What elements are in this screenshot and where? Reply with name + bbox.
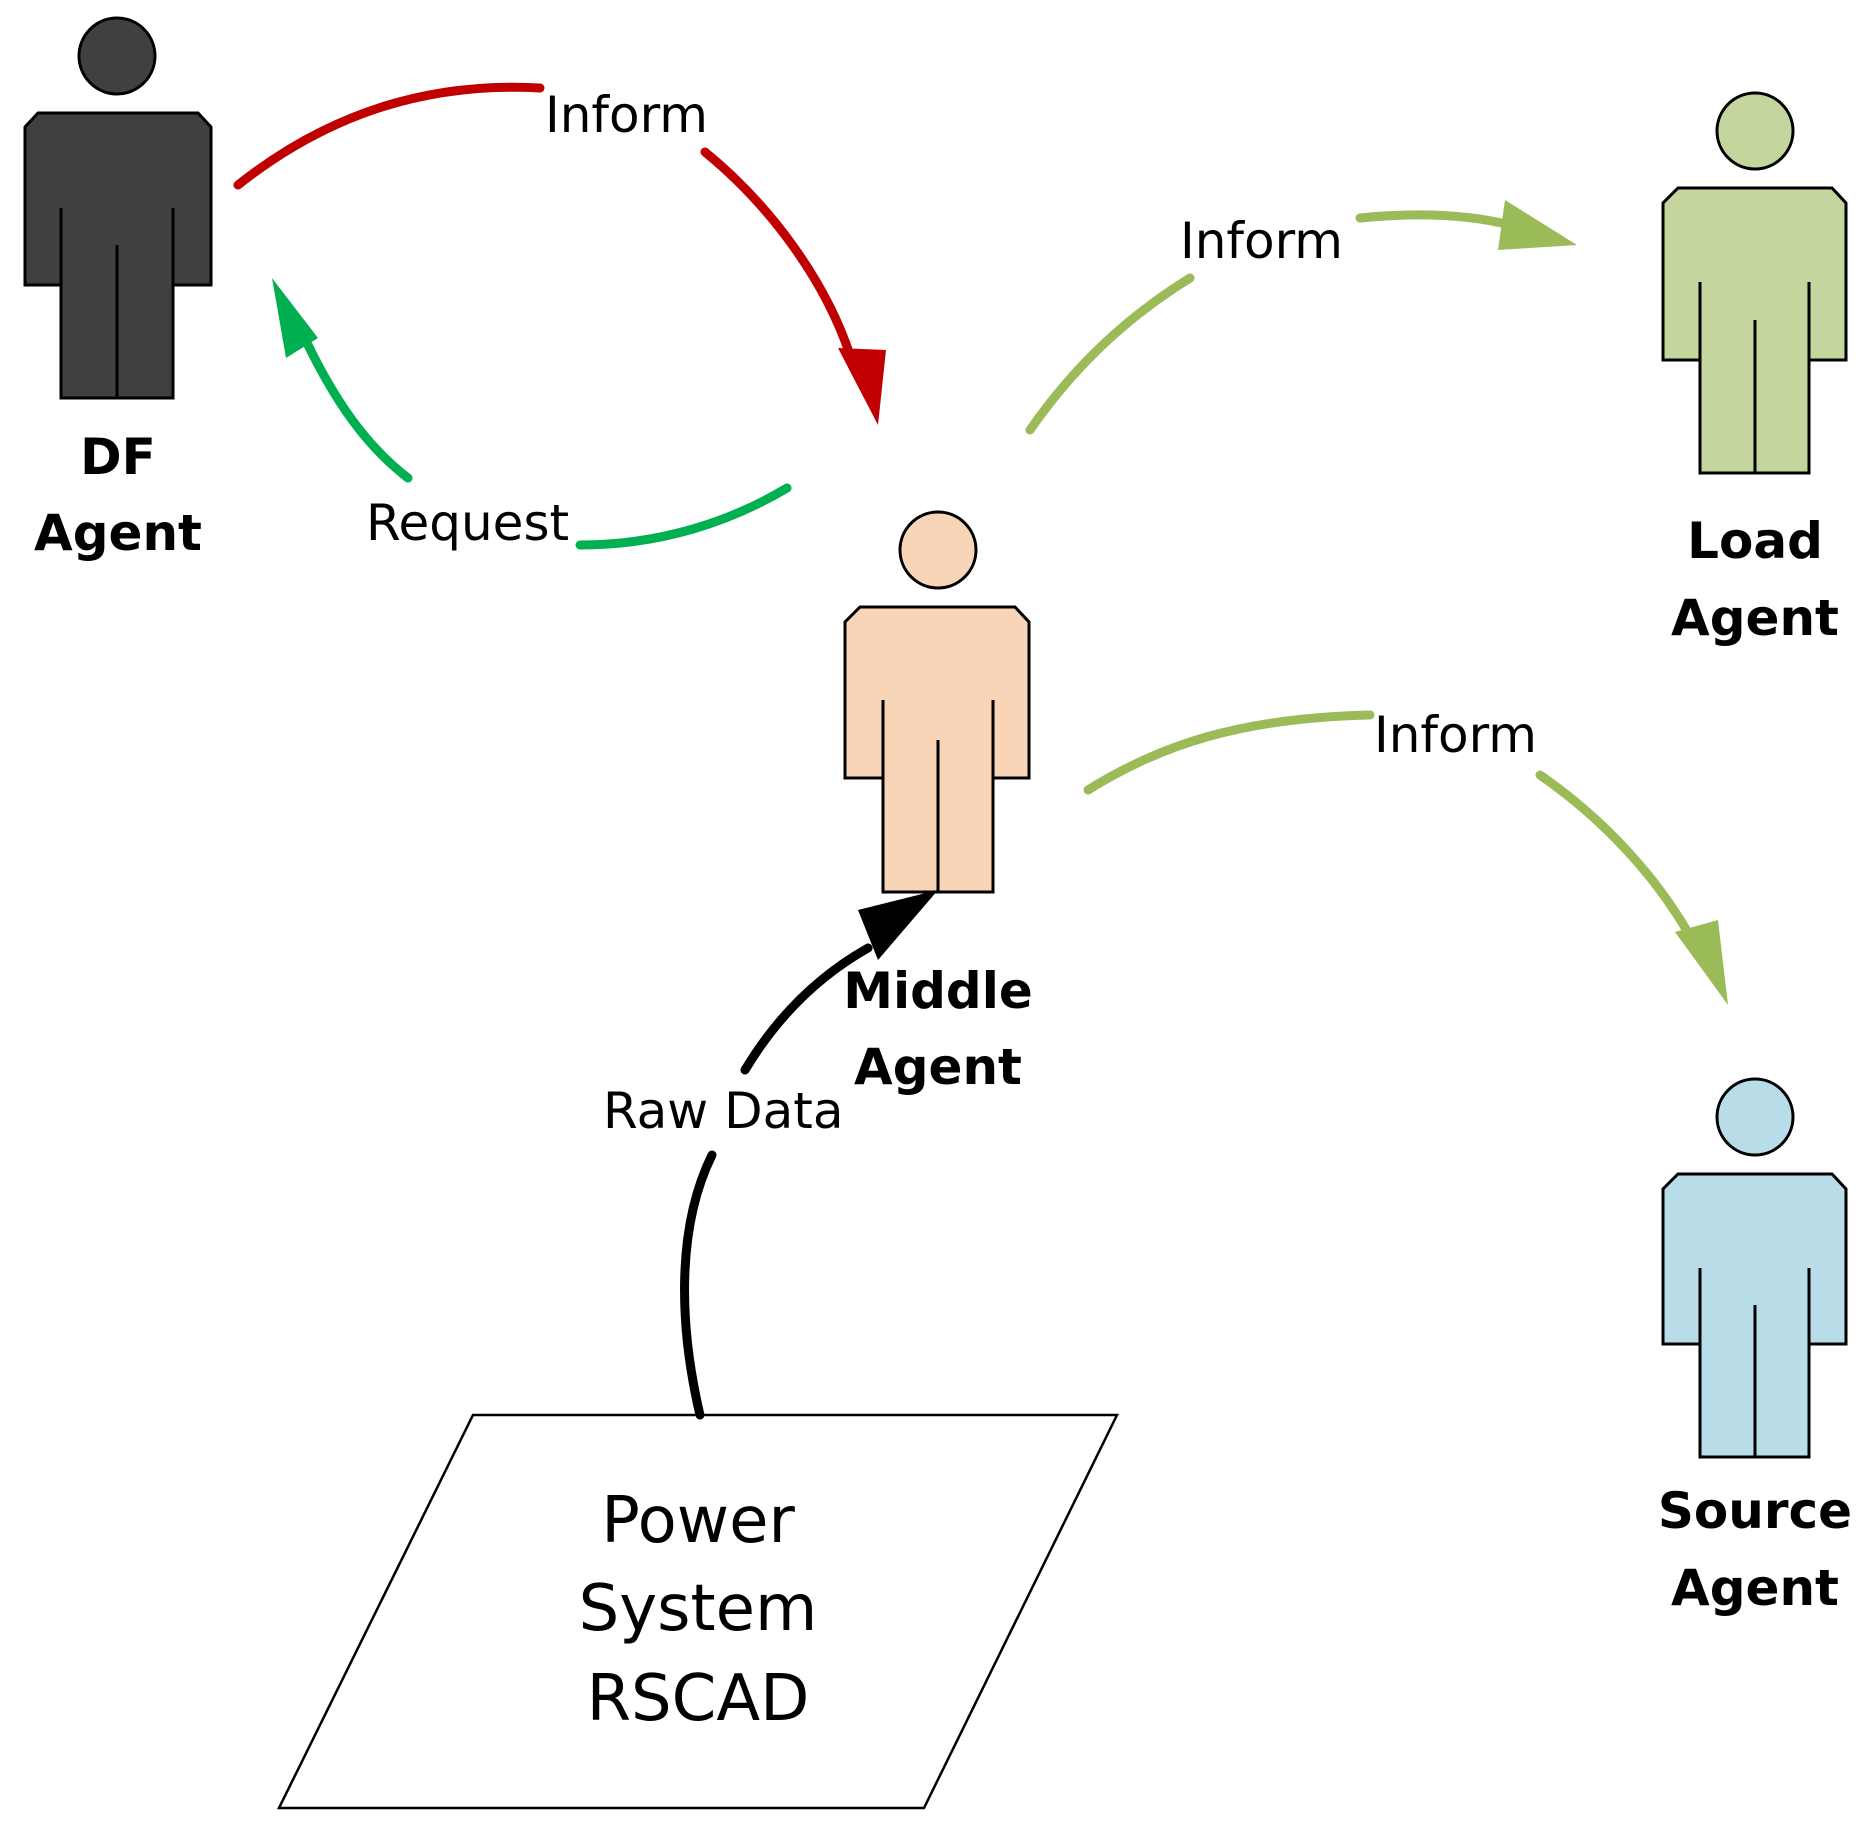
power-system-label-line1: Power bbox=[601, 1484, 795, 1558]
arrow-middle-to-source-label: Inform bbox=[1374, 706, 1537, 764]
arrow-power-to-middle-curve-start bbox=[680, 1150, 717, 1420]
arrow-middle-to-source: Inform bbox=[1083, 706, 1728, 1005]
arrow-middle-to-df-head bbox=[272, 278, 318, 358]
power-system-label-line3: RSCAD bbox=[587, 1662, 810, 1736]
arrow-power-to-middle: Raw Data bbox=[603, 890, 938, 1420]
source-agent-head bbox=[1715, 1077, 1795, 1157]
df-agent-limb-lines bbox=[59, 208, 175, 398]
df-agent-person-icon bbox=[23, 16, 213, 400]
arrow-middle-to-source-curve-end bbox=[1535, 770, 1700, 950]
load-agent: Load Agent bbox=[1661, 91, 1848, 647]
load-agent-person-icon bbox=[1661, 91, 1848, 475]
arrow-power-to-middle-label: Raw Data bbox=[603, 1082, 843, 1140]
arrow-middle-to-load-curve-start bbox=[1025, 273, 1195, 435]
middle-agent-person-icon bbox=[843, 510, 1031, 894]
arrow-df-to-middle-curve-start bbox=[233, 82, 545, 190]
arrow-middle-to-load-curve-end bbox=[1355, 210, 1515, 230]
df-agent-label-line2: Agent bbox=[34, 504, 202, 562]
power-system-block: Power System RSCAD bbox=[276, 1413, 1120, 1810]
arrow-middle-to-load-head bbox=[1498, 200, 1577, 250]
middle-agent: Middle Agent bbox=[843, 510, 1033, 1096]
arrow-df-to-middle-curve-end bbox=[700, 147, 855, 360]
arrow-middle-to-load-label: Inform bbox=[1180, 212, 1343, 270]
load-agent-label-line1: Load bbox=[1687, 512, 1823, 570]
arrow-df-to-middle-head bbox=[838, 348, 886, 425]
load-agent-label-line2: Agent bbox=[1671, 589, 1839, 647]
arrow-power-to-middle-head bbox=[858, 890, 938, 960]
source-agent-label-line2: Agent bbox=[1671, 1559, 1839, 1617]
load-agent-head bbox=[1715, 91, 1795, 171]
arrow-middle-to-df: Request bbox=[272, 278, 792, 552]
source-agent-label-line1: Source bbox=[1658, 1482, 1852, 1540]
arrow-middle-to-df-label: Request bbox=[366, 494, 569, 552]
source-agent-person-icon bbox=[1661, 1077, 1848, 1459]
power-system-parallelogram bbox=[276, 1413, 1120, 1810]
middle-agent-head bbox=[898, 510, 978, 590]
arrow-df-to-middle: Inform bbox=[233, 82, 886, 425]
df-agent: DF Agent bbox=[23, 16, 213, 562]
middle-agent-label-line2: Agent bbox=[854, 1038, 1022, 1096]
df-agent-head bbox=[77, 16, 157, 96]
middle-agent-limb-lines bbox=[881, 700, 995, 892]
middle-agent-label-line1: Middle bbox=[843, 962, 1033, 1020]
arrow-power-to-middle-curve-end bbox=[740, 943, 873, 1075]
arrow-middle-to-source-curve-start bbox=[1083, 710, 1375, 795]
arrow-middle-to-df-curve-end bbox=[303, 340, 413, 483]
df-agent-label-line1: DF bbox=[80, 428, 156, 486]
arrow-middle-to-source-head bbox=[1675, 920, 1728, 1005]
arrow-middle-to-df-curve-start bbox=[575, 483, 792, 550]
power-system-label-line2: System bbox=[579, 1572, 818, 1646]
source-agent: Source Agent bbox=[1658, 1077, 1852, 1617]
load-agent-limb-lines bbox=[1698, 282, 1811, 473]
arrow-df-to-middle-label: Inform bbox=[545, 86, 708, 144]
source-agent-limb-lines bbox=[1698, 1268, 1811, 1457]
arrow-middle-to-load: Inform bbox=[1025, 200, 1577, 435]
